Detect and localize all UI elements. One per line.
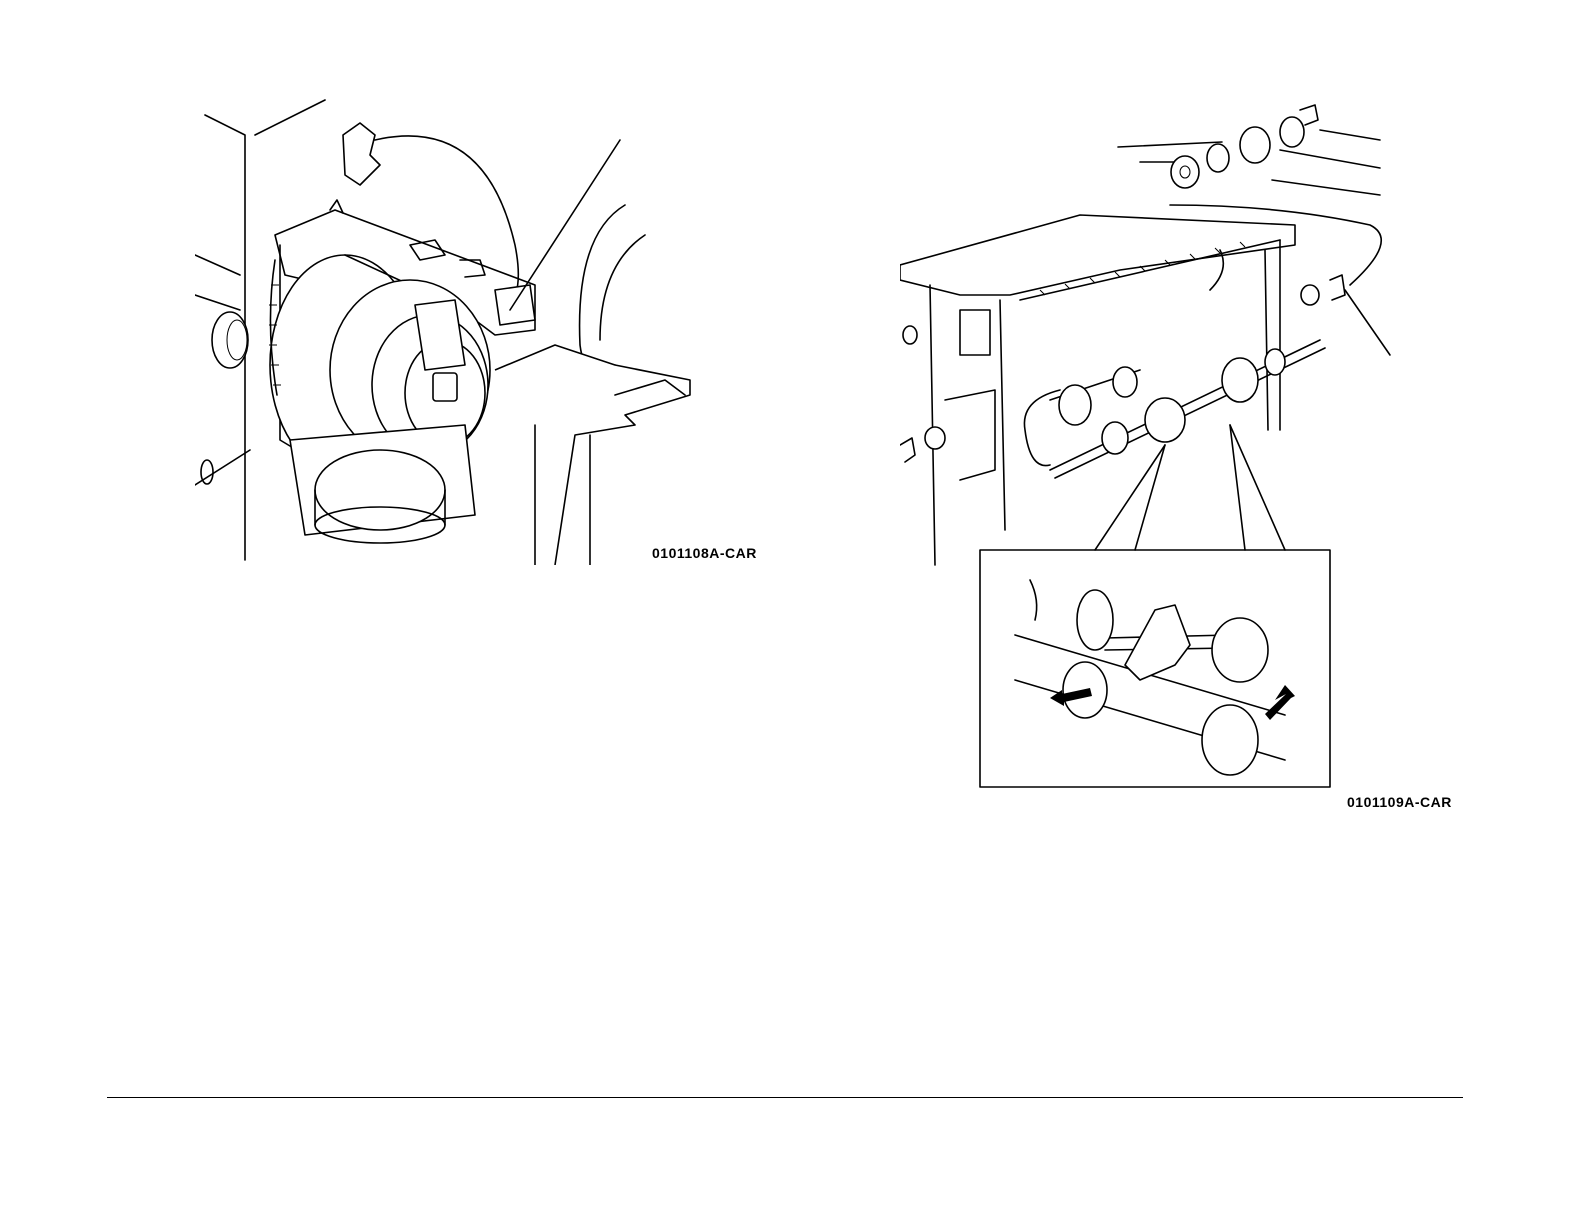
roller-shaft-assembly-illustration [900, 100, 1490, 800]
footer-divider [107, 1097, 1463, 1098]
figure-id-label: 0101109A-CAR [1347, 794, 1452, 810]
figure-id-label: 0101108A-CAR [652, 545, 757, 561]
motor-assembly-illustration [195, 95, 715, 565]
